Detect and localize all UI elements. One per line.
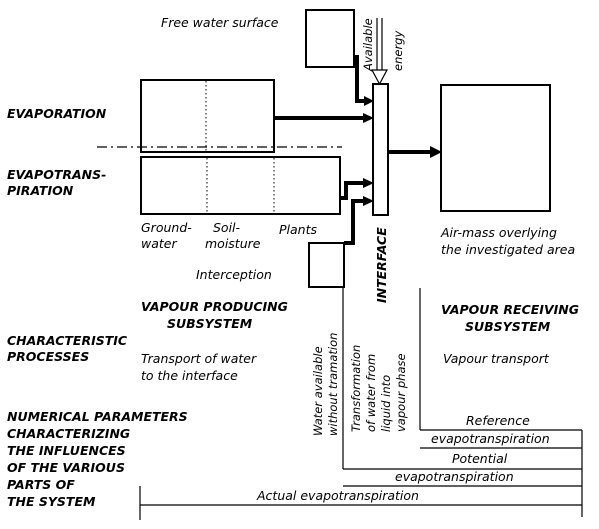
vapour-transport-label: Vapour transport <box>443 351 550 366</box>
available-energy-arrow <box>370 18 389 86</box>
vapour-producing-label-1: VAPOUR PRODUCING <box>141 299 288 314</box>
potential-label: Potential <box>452 451 508 466</box>
reference-evapotranspiration-label: evapotranspiration <box>431 431 550 446</box>
transformation-label-4: vapour phase <box>394 353 408 432</box>
characteristic-processes-label-2: PROCESSES <box>7 349 89 364</box>
air-mass-box <box>440 84 551 212</box>
soil-moisture-label-1: Soil- <box>213 220 241 235</box>
numerical-parameters-label-4: OF THE VARIOUS <box>7 460 125 475</box>
evapotranspiration-arrow <box>340 178 374 200</box>
free-water-surface-label: Free water surface <box>161 15 279 30</box>
soil-moisture-label-2: moisture <box>205 236 261 251</box>
evapotranspiration-box <box>140 156 341 215</box>
interception-label: Interception <box>196 267 272 282</box>
evaporation-box <box>140 79 275 153</box>
evaporation-arrow <box>274 113 374 123</box>
interface-label: INTERFACE <box>374 227 389 303</box>
numerical-parameters-label-5: PARTS OF <box>7 477 75 492</box>
transport-label-2: to the interface <box>141 368 238 383</box>
numerical-parameters-label-6: THE SYSTEM <box>7 494 96 509</box>
transformation-label-1: Transformation <box>349 345 363 432</box>
plants-label: Plants <box>279 222 317 237</box>
vapour-producing-label-2: SUBSYSTEM <box>167 316 253 331</box>
vapour-output-arrow <box>388 146 442 158</box>
water-available-label-2: without tramation <box>326 333 340 436</box>
water-available-label-1: Water available <box>311 346 325 436</box>
available-energy-label-2: energy <box>391 31 405 71</box>
evapotranspiration-label-1: EVAPOTRANS- <box>7 167 106 182</box>
transport-label-1: Transport of water <box>141 351 257 366</box>
transformation-label-3: liquid into <box>379 375 393 432</box>
reference-evapotranspiration-bracket <box>420 429 583 517</box>
characteristic-processes-label-1: CHARACTERISTIC <box>7 333 128 348</box>
actual-evapotranspiration-label: Actual evapotranspiration <box>256 488 419 503</box>
interface-bar <box>372 83 389 216</box>
potential-evapotranspiration-label: evapotranspiration <box>395 469 514 484</box>
groundwater-label-2: water <box>141 236 177 251</box>
transformation-label-2: of water from <box>364 354 378 432</box>
reference-label: Reference <box>466 413 530 428</box>
available-energy-label-1: Available <box>361 18 375 72</box>
numerical-parameters-label-3: THE INFLUENCES <box>7 443 126 458</box>
free-water-arrow <box>354 55 374 106</box>
free-water-surface-box <box>305 9 355 68</box>
numerical-parameters-label-2: CHARACTERIZING <box>7 426 130 441</box>
interception-box <box>308 242 345 288</box>
groundwater-label-1: Ground- <box>141 220 192 235</box>
air-mass-label-2: the investigated area <box>441 242 575 257</box>
evaporation-label: EVAPORATION <box>7 106 107 121</box>
air-mass-label-1: Air-mass overlying <box>440 225 557 240</box>
interception-arrow <box>344 196 374 245</box>
interface-divider-lines <box>342 288 421 469</box>
vapour-receiving-label-2: SUBSYSTEM <box>465 319 551 334</box>
actual-evapotranspiration-bracket <box>139 486 582 520</box>
evapotranspiration-label-2: PIRATION <box>7 183 74 198</box>
vapour-receiving-label-1: VAPOUR RECEIVING <box>441 302 579 317</box>
potential-evapotranspiration-bracket <box>343 468 582 487</box>
numerical-parameters-label-1: NUMERICAL PARAMETERS <box>7 409 188 424</box>
